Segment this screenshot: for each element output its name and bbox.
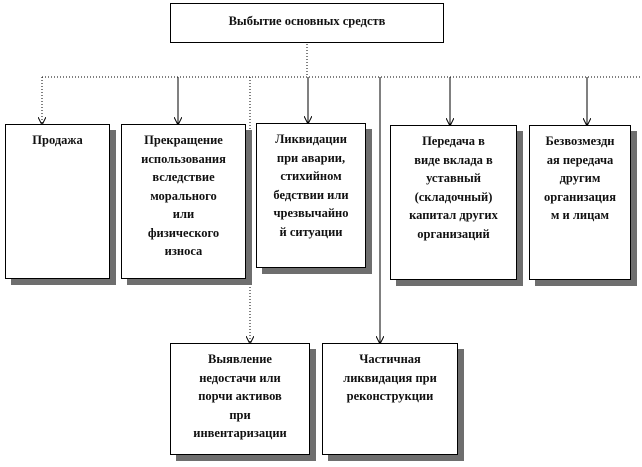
- root-box: Выбытие основных средств: [170, 3, 444, 43]
- category-capital: Передача в виде вклада в уставный (склад…: [390, 125, 517, 280]
- category-shortage: Выявление недостачи или порчи активов пр…: [170, 343, 310, 455]
- category-sale: Продажа: [5, 124, 110, 279]
- category-gratuitous: Безвозмездн ая передача другим организац…: [529, 125, 631, 280]
- category-reconstruction: Частичная ликвидация при реконструкции: [322, 343, 458, 455]
- category-obsolescence: Прекращение использования вследствие мор…: [121, 124, 246, 279]
- connectors: [42, 44, 642, 343]
- category-emergency: Ликвидации при аварии, стихийном бедстви…: [256, 123, 366, 268]
